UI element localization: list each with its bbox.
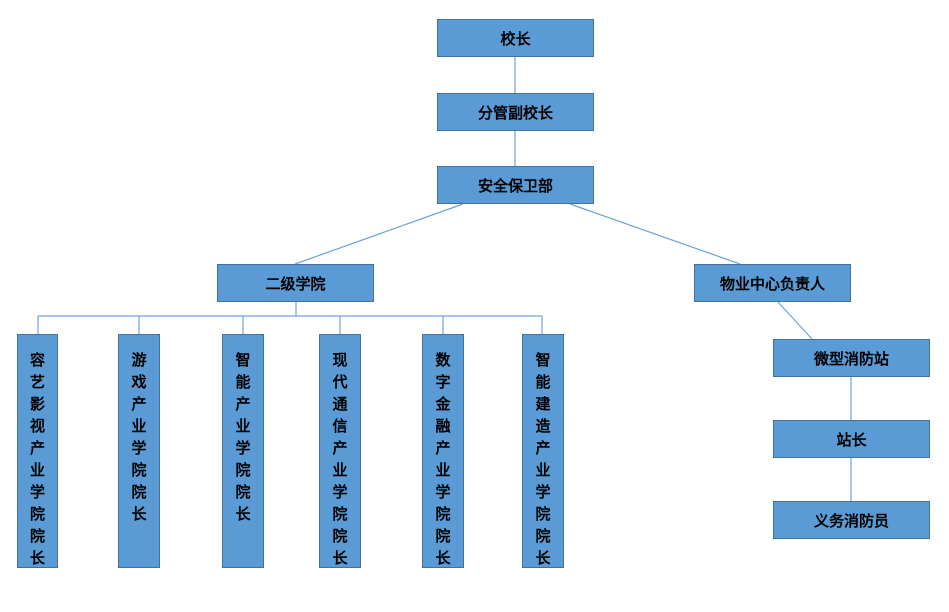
station-head-label: 站长 — [836, 430, 867, 449]
dean-box-intelligent: 智能产业学院院长 — [222, 334, 264, 568]
mini-fire-station-label: 微型消防站 — [813, 349, 889, 368]
dean-label-game: 游戏产业学院院长 — [131, 351, 147, 523]
security-dept-box: 安全保卫部 — [437, 166, 594, 204]
principal-label: 校长 — [500, 29, 531, 48]
dean-label-telecom: 现代通信产业学院院长 — [332, 351, 348, 567]
vice-principal-label: 分管副校长 — [477, 103, 553, 122]
dean-box-telecom: 现代通信产业学院院长 — [319, 334, 361, 568]
vice-principal-box: 分管副校长 — [437, 93, 594, 131]
mini-fire-station-box: 微型消防站 — [773, 339, 930, 377]
principal-box: 校长 — [437, 19, 594, 57]
volunteer-firefighter-box: 义务消防员 — [773, 501, 930, 539]
dean-label-intelligent: 智能产业学院院长 — [235, 351, 251, 523]
secondary-college-box: 二级学院 — [217, 264, 374, 302]
station-head-box: 站长 — [773, 420, 930, 458]
line-security-property — [569, 203, 741, 265]
line-security-college — [294, 203, 464, 265]
dean-box-fintech: 数字金融产业学院院长 — [422, 334, 464, 568]
security-dept-label: 安全保卫部 — [477, 176, 553, 195]
dean-box-film: 容艺影视产业学院院长 — [17, 334, 58, 568]
dean-box-game: 游戏产业学院院长 — [118, 334, 160, 568]
property-head-label: 物业中心负责人 — [719, 274, 825, 293]
dean-label-film: 容艺影视产业学院院长 — [29, 351, 45, 567]
dean-label-fintech: 数字金融产业学院院长 — [435, 351, 451, 567]
volunteer-firefighter-label: 义务消防员 — [813, 511, 889, 530]
property-head-box: 物业中心负责人 — [694, 264, 851, 302]
line-property-firestation — [777, 301, 813, 340]
secondary-college-label: 二级学院 — [265, 274, 326, 293]
dean-box-construction: 智能建造产业学院院长 — [522, 334, 564, 568]
dean-label-construction: 智能建造产业学院院长 — [535, 351, 551, 567]
